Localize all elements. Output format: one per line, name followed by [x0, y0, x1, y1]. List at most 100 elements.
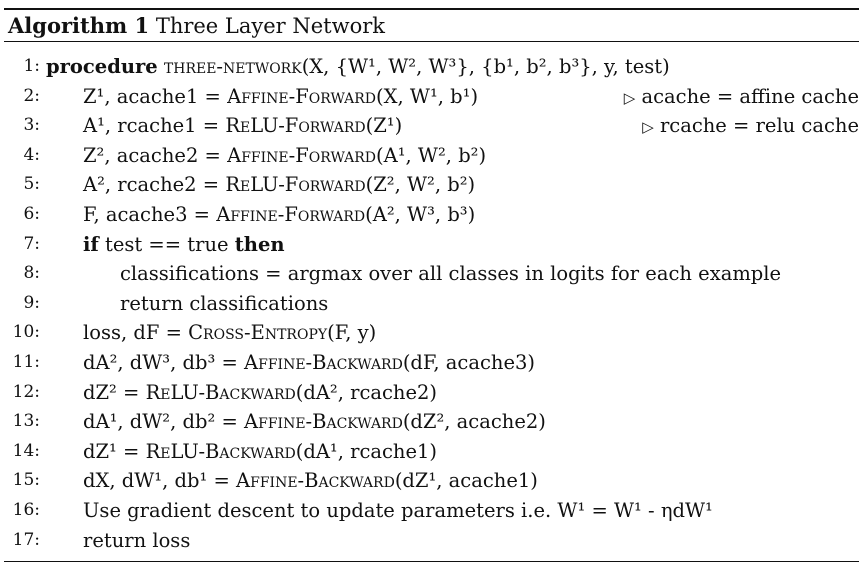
function-args: (Z², W², b²) [365, 173, 476, 197]
function-args: (F, y) [327, 321, 377, 345]
algorithm-line: 14: dZ¹ = ReLU-Backward(dA¹, rcache1) [4, 437, 859, 467]
statement-text: dZ² = [83, 380, 146, 404]
keyword: procedure [46, 55, 158, 78]
comment-triangle-icon: ▷ [642, 118, 654, 137]
line-number: 1: [23, 56, 40, 76]
line-content: Z², acache2 = Affine-Forward(A¹, W², b²) [83, 141, 486, 171]
statement-text: dX, dW¹, db¹ = [83, 469, 237, 493]
algorithm-line: 7: if test == true then [4, 230, 859, 260]
line-number: 5: [23, 174, 40, 195]
line-content: if test == true then [83, 230, 285, 260]
algorithm-label: Algorithm 1 [8, 13, 150, 38]
algorithm-line: 6: F, acache3 = Affine-Forward(A², W³, b³… [4, 200, 859, 230]
line-number: 4: [23, 144, 40, 165]
line-content: classifications = argmax over all classe… [120, 259, 781, 289]
line-content: Use gradient descent to update parameter… [83, 496, 713, 526]
statement-text: F, acache3 = [83, 202, 217, 226]
bottom-rule [4, 561, 859, 563]
algorithm-line: 11: dA², dW³, db³ = Affine-Backward(dF, a… [4, 348, 859, 378]
line-content: dA², dW³, db³ = Affine-Backward(dF, acac… [83, 348, 535, 378]
algorithm-caption: Algorithm 1 Three Layer Network [4, 10, 859, 41]
function-args: (dZ¹, acache1) [394, 469, 538, 493]
function-args: (dA¹, rcache1) [295, 439, 438, 463]
line-number: 6: [23, 203, 40, 224]
algorithm-line: 17: return loss [4, 526, 859, 556]
comment-text: rcache = relu cache [659, 114, 859, 138]
function-args: (X, W¹, b¹) [376, 84, 479, 108]
algorithm-line: 8: classifications = argmax over all clas… [4, 259, 859, 289]
line-number: 11: [12, 351, 40, 372]
algorithm-title: Three Layer Network [155, 14, 386, 38]
line-number: 2: [23, 85, 40, 106]
statement-text: return classifications [120, 291, 329, 315]
statement-text: dA¹, dW², db² = [83, 410, 245, 434]
line-number: 3: [23, 115, 40, 136]
line-number: 10: [12, 322, 40, 343]
line-number: 8: [23, 263, 40, 284]
function-args: (A¹, W², b²) [376, 143, 487, 167]
algorithm-box: Algorithm 1 Three Layer Network 1: proced… [4, 8, 859, 563]
line-content: F, acache3 = Affine-Forward(A², W³, b³) [83, 200, 475, 230]
algorithm-line: 2: Z¹, acache1 = Affine-Forward(X, W¹, b¹… [4, 82, 859, 112]
line-content: return loss [83, 526, 190, 556]
keyword: then [234, 232, 285, 256]
algorithm-line: 10: loss, dF = Cross-Entropy(F, y) [4, 318, 859, 348]
line-number: 7: [23, 233, 40, 254]
line-number: 15: [12, 470, 40, 491]
statement-text: classifications = argmax over all classe… [120, 262, 782, 286]
statement-text: dA², dW³, db³ = [83, 350, 245, 374]
function-name: ReLU-Backward [145, 380, 296, 404]
algorithm-line: 13: dA¹, dW², db² = Affine-Backward(dZ², … [4, 407, 859, 437]
line-number: 14: [12, 440, 40, 461]
algorithm-line: 15: dX, dW¹, db¹ = Affine-Backward(dZ¹, a… [4, 466, 859, 496]
algorithm-line: 3: A¹, rcache1 = ReLU-Forward(Z¹) ▷ rcache… [4, 111, 859, 141]
function-args: (dA², rcache2) [295, 380, 438, 404]
algorithm-line: 1: procedure three-network(X, {W¹, W², W³… [4, 52, 859, 82]
algorithm-line: 5: A², rcache2 = ReLU-Forward(Z², W², b²) [4, 170, 859, 200]
statement-text: loss, dF = [83, 321, 189, 345]
line-content: loss, dF = Cross-Entropy(F, y) [83, 318, 376, 348]
line-content: Z¹, acache1 = Affine-Forward(X, W¹, b¹) [83, 82, 478, 112]
algorithm-line: 4: Z², acache2 = Affine-Forward(A¹, W², b… [4, 141, 859, 171]
function-name: Affine-Backward [244, 410, 403, 434]
comment-text: acache = affine cache [641, 84, 859, 108]
statement-text: Z², acache2 = [83, 143, 228, 167]
line-number: 17: [12, 529, 40, 550]
line-comment: ▷ rcache = relu cache [642, 111, 859, 143]
function-name: Affine-Forward [227, 84, 377, 108]
top-rule [4, 8, 859, 10]
algorithm-lines: 1: procedure three-network(X, {W¹, W², W³… [4, 42, 859, 561]
line-content: dA¹, dW², db² = Affine-Backward(dZ², aca… [83, 407, 546, 437]
function-name: Affine-Backward [244, 350, 403, 374]
line-number: 9: [23, 292, 40, 313]
function-name: Affine-Forward [227, 143, 377, 167]
statement-text: dZ¹ = [83, 439, 146, 463]
line-content: dX, dW¹, db¹ = Affine-Backward(dZ¹, acac… [83, 466, 538, 496]
function-name: Cross-Entropy [188, 321, 328, 345]
statement-text: return loss [83, 528, 191, 552]
statement-text: test == true [105, 232, 229, 256]
statement-text: A², rcache2 = [83, 173, 226, 197]
line-comment: ▷ acache = affine cache [624, 82, 859, 114]
function-name: Affine-Forward [216, 202, 366, 226]
line-content: procedure three-network(X, {W¹, W², W³},… [46, 52, 670, 82]
line-content: dZ² = ReLU-Backward(dA², rcache2) [83, 378, 437, 408]
line-content: A², rcache2 = ReLU-Forward(Z², W², b²) [83, 170, 475, 200]
caption-rule [4, 41, 859, 42]
function-name: ReLU-Forward [225, 173, 366, 197]
line-content: return classifications [120, 289, 328, 319]
keyword: if [83, 232, 99, 256]
line-content: dZ¹ = ReLU-Backward(dA¹, rcache1) [83, 437, 437, 467]
function-name: Affine-Backward [236, 469, 395, 493]
algorithm-line: 9: return classifications [4, 289, 859, 319]
function-args: (A², W³, b³) [365, 202, 476, 226]
statement-text: Z¹, acache1 = [83, 84, 228, 108]
algorithm-line: 16:Use gradient descent to update parame… [4, 496, 859, 526]
comment-triangle-icon: ▷ [623, 88, 636, 107]
function-args: (dZ², acache2) [402, 410, 546, 434]
statement-text: A¹, rcache1 = [83, 114, 226, 138]
line-content: A¹, rcache1 = ReLU-Forward(Z¹) [83, 111, 402, 141]
line-number: 13: [12, 411, 40, 432]
statement-text: Use gradient descent to update parameter… [83, 498, 713, 522]
function-name: ReLU-Backward [145, 439, 296, 463]
